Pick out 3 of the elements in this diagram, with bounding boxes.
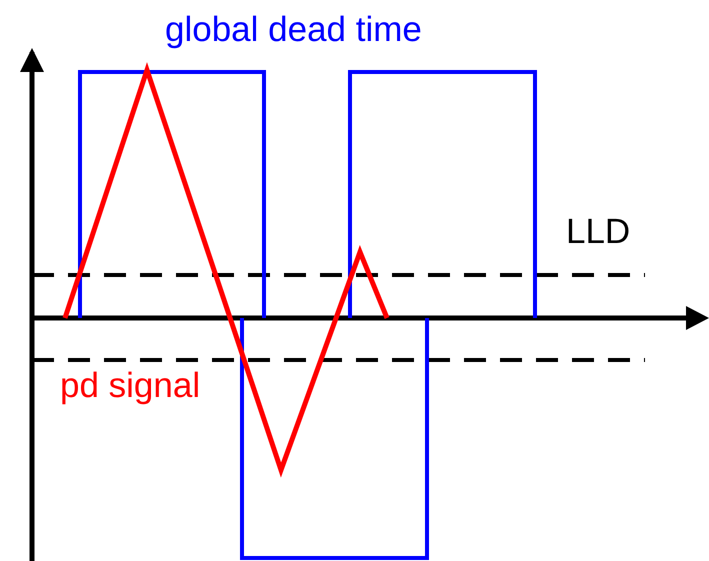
- signal-label: pd signal: [60, 365, 200, 407]
- threshold-label: LLD: [566, 211, 630, 253]
- signal-label: global dead time: [165, 9, 422, 51]
